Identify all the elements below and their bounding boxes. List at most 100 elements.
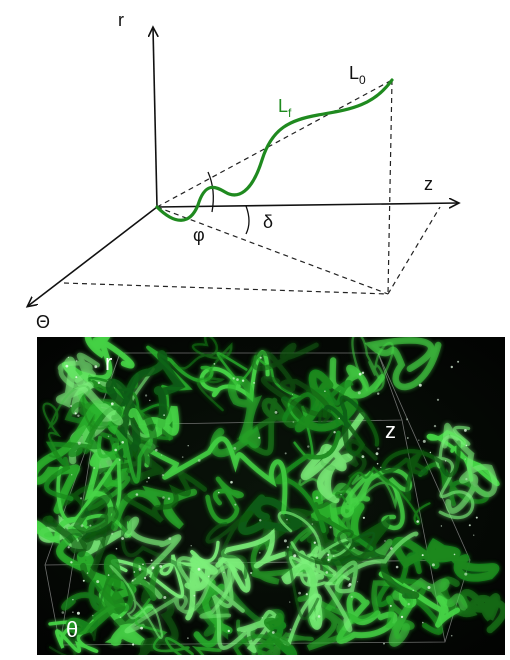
- trace-point: [160, 454, 163, 456]
- trace-point: [465, 444, 468, 447]
- trace-point: [390, 547, 393, 550]
- trace-point: [305, 593, 308, 596]
- trace-point: [338, 417, 341, 420]
- trace-point: [292, 421, 295, 423]
- fiber-strand: [381, 440, 461, 502]
- trace-point: [457, 360, 460, 363]
- trace-point: [70, 404, 73, 408]
- fiber-strand: [277, 511, 352, 563]
- trace-point: [361, 455, 365, 458]
- trace-point: [357, 391, 361, 395]
- trace-point: [283, 539, 287, 543]
- trace-point: [311, 523, 314, 525]
- fiber-strand: [251, 342, 332, 418]
- trace-point: [74, 412, 77, 415]
- trace-point: [142, 563, 144, 566]
- trace-point: [187, 445, 189, 447]
- trace-point: [362, 516, 365, 519]
- trace-point: [358, 372, 362, 376]
- r-axis-label: r: [118, 10, 124, 30]
- trace-point: [67, 356, 69, 358]
- trace-point: [253, 381, 256, 384]
- trace-point: [133, 571, 136, 573]
- fiber-strand: [128, 405, 180, 438]
- trace-point: [375, 452, 379, 456]
- fiber-strand: [329, 357, 386, 399]
- trace-point: [167, 497, 171, 500]
- trace-point: [444, 460, 447, 462]
- trace-point: [213, 363, 216, 365]
- trace-point: [111, 532, 114, 535]
- trace-point: [75, 376, 78, 379]
- trace-point: [155, 448, 158, 452]
- trace-point: [207, 575, 210, 578]
- trace-point: [150, 559, 153, 562]
- trace-point: [91, 614, 94, 617]
- fiber-strand: [42, 494, 110, 558]
- trace-point: [230, 480, 233, 484]
- trace-point: [132, 643, 135, 646]
- trace-point: [329, 526, 332, 529]
- fiber-strand: [122, 471, 207, 523]
- trace-point: [147, 476, 150, 479]
- trace-point: [70, 561, 73, 564]
- trace-point: [421, 554, 424, 557]
- trace-point: [258, 551, 261, 554]
- trace-point: [293, 554, 297, 558]
- trace-point: [464, 429, 467, 432]
- z-axis: [156, 203, 458, 207]
- trace-point: [259, 356, 262, 359]
- fiber-strand: [44, 405, 122, 501]
- trace-point: [162, 496, 165, 499]
- fiber-strand: [300, 412, 366, 504]
- trace-point: [250, 572, 253, 574]
- trace-point: [418, 383, 422, 387]
- trace-point: [427, 586, 431, 589]
- trace-point: [161, 474, 164, 477]
- fiber-strand: [205, 476, 244, 525]
- trace-point: [121, 441, 124, 444]
- trace-point: [389, 604, 392, 607]
- fiber-strand: [392, 536, 500, 582]
- trace-point: [377, 447, 380, 450]
- trace-point: [94, 365, 98, 369]
- trace-point: [475, 516, 478, 519]
- l0-label: L0: [349, 63, 366, 87]
- trace-point: [121, 537, 124, 540]
- trace-point: [395, 565, 399, 569]
- fiber-strand: [388, 577, 468, 647]
- trace-point: [80, 497, 83, 500]
- fiber-curve: [155, 78, 394, 222]
- trace-point: [406, 437, 409, 439]
- fiber-strand: [46, 506, 119, 583]
- trace-point: [80, 524, 84, 528]
- r-axis: [153, 28, 157, 208]
- fiber-schematic: r z Θ L0 Lf φ δ: [28, 10, 458, 332]
- trace-point: [138, 568, 142, 571]
- trace-point: [67, 546, 70, 549]
- fiber-strand: [340, 468, 412, 531]
- fiber-strand: [351, 337, 395, 393]
- fiber-bundle: [37, 337, 505, 655]
- trace-point: [132, 580, 134, 582]
- trace-point: [159, 565, 163, 568]
- fiber-strand: [233, 634, 292, 655]
- lf-label: Lf: [278, 96, 292, 120]
- trace-point: [146, 480, 148, 483]
- trace-point: [118, 458, 121, 461]
- trace-point: [284, 452, 287, 455]
- trace-point: [97, 381, 101, 385]
- trace-point: [416, 520, 420, 523]
- trace-point: [422, 621, 424, 624]
- fiber-strand: [215, 528, 288, 593]
- trace-point: [464, 572, 468, 576]
- trace-point: [465, 478, 468, 481]
- fiber-strand: [440, 576, 505, 634]
- phi-label: φ: [193, 225, 205, 245]
- trace-point: [340, 493, 342, 496]
- trace-point: [96, 580, 100, 584]
- trace-point: [144, 576, 147, 580]
- volume-render: r z θ: [37, 337, 505, 655]
- fiber-strand: [318, 580, 415, 640]
- trace-point: [333, 431, 336, 434]
